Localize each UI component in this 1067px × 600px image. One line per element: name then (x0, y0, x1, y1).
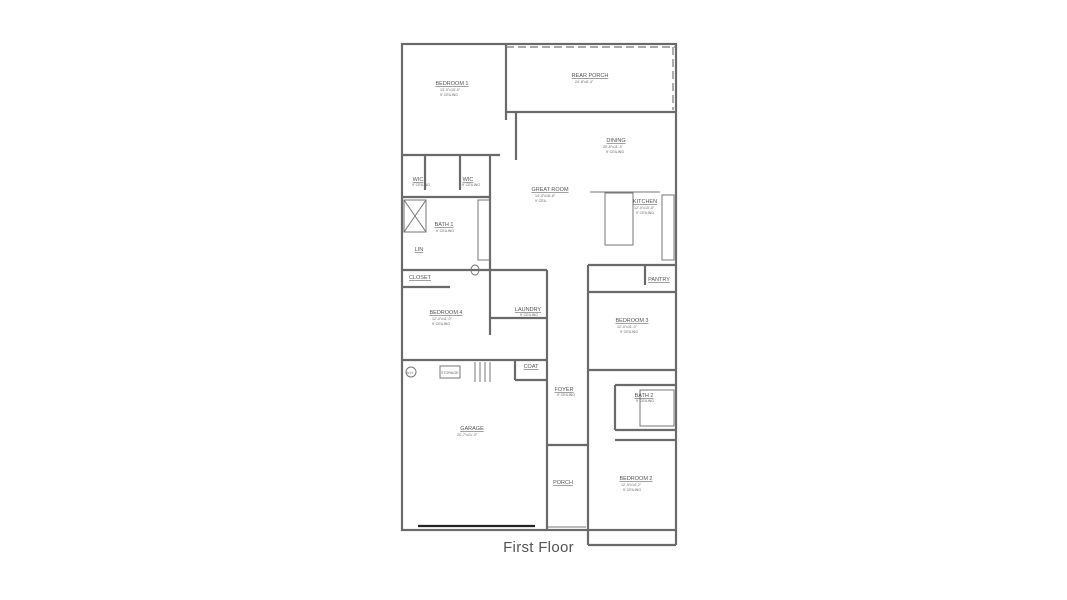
room-laundry: LAUNDRY (515, 307, 542, 313)
room-labels: BEDROOM 1 13'-0"x15'-0" 9' CEILING REAR … (406, 73, 670, 492)
room-porch: PORCH (553, 480, 573, 486)
svg-text:9' CEILING: 9' CEILING (412, 183, 430, 187)
svg-text:20'-0"x11'-4": 20'-0"x11'-4" (603, 145, 624, 149)
room-dining: DINING (606, 138, 625, 144)
svg-text:9' CEILING: 9' CEILING (623, 488, 641, 492)
svg-text:9' CEILING: 9' CEILING (462, 183, 480, 187)
room-bedroom-4: BEDROOM 4 (429, 310, 462, 316)
svg-text:9' CEILING: 9' CEILING (436, 229, 454, 233)
room-rear-porch: REAR PORCH (572, 73, 609, 79)
svg-text:20'-7"x21'-0": 20'-7"x21'-0" (457, 433, 478, 437)
svg-text:12'-0"x15'-0": 12'-0"x15'-0" (634, 206, 655, 210)
svg-text:13'-0"x15'-0": 13'-0"x15'-0" (440, 88, 461, 92)
svg-text:9' CEILING: 9' CEILING (606, 150, 624, 154)
water-heater-label: W.H. (406, 371, 414, 375)
walls (400, 42, 678, 547)
room-bath-2: BATH 2 (635, 393, 654, 399)
svg-text:9' CEILING: 9' CEILING (636, 211, 654, 215)
room-bedroom-2: BEDROOM 2 (619, 476, 652, 482)
room-garage: GARAGE (460, 426, 484, 432)
room-bath-1: BATH 1 (435, 222, 454, 228)
room-wic-1: WIC (413, 177, 424, 183)
svg-text:12'-5"x14'-2": 12'-5"x14'-2" (621, 483, 642, 487)
floor-title: First Floor (503, 539, 574, 556)
svg-text:24'-8"x8'-4": 24'-8"x8'-4" (575, 80, 594, 84)
svg-text:9' CEILING: 9' CEILING (432, 322, 450, 326)
svg-text:12'-0"x11'-0": 12'-0"x11'-0" (432, 317, 453, 321)
svg-text:9' CEILING: 9' CEILING (557, 393, 575, 397)
room-great-room: GREAT ROOM (531, 187, 568, 193)
room-kitchen: KITCHEN (633, 199, 657, 205)
svg-text:14'-4"x16'-8": 14'-4"x16'-8" (535, 194, 556, 198)
room-foyer: FOYER (555, 387, 574, 393)
svg-text:9' CEILING: 9' CEILING (520, 313, 538, 317)
svg-text:12'-0"x11'-0": 12'-0"x11'-0" (617, 325, 638, 329)
room-pantry: PANTRY (648, 277, 670, 283)
svg-text:9' CEILING: 9' CEILING (620, 330, 638, 334)
room-coat: COAT (524, 364, 540, 370)
fixtures (403, 46, 676, 528)
svg-text:9' CEILING: 9' CEILING (636, 399, 654, 403)
room-bedroom-3: BEDROOM 3 (615, 318, 648, 324)
room-closet: CLOSET (409, 275, 432, 281)
room-bedroom-1: BEDROOM 1 (435, 81, 468, 87)
room-wic-2: WIC (463, 177, 474, 183)
svg-text:9' CEIL: 9' CEIL (535, 199, 547, 203)
storage-label: STORAGE (441, 371, 459, 375)
room-lin: LIN (415, 247, 424, 253)
svg-text:9' CEILING: 9' CEILING (440, 93, 458, 97)
